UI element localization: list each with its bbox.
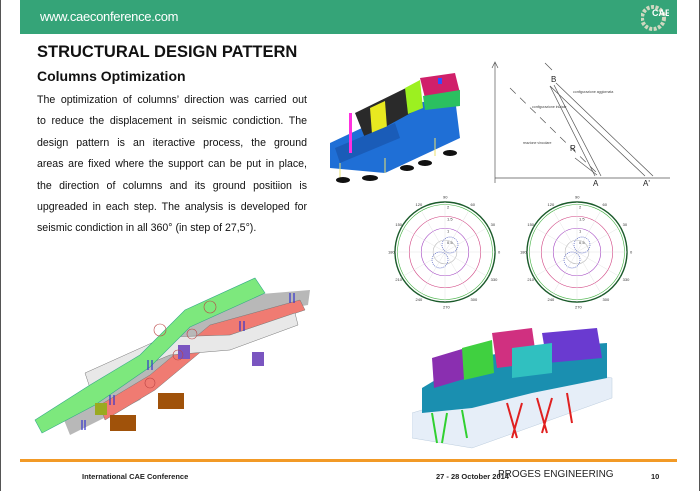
polar-radius-label: 1.5 — [579, 216, 585, 221]
polar-spoke — [551, 251, 578, 296]
polar-angle-label: 330 — [491, 277, 498, 282]
label-config-updated: configurazione aggiornata — [573, 90, 613, 94]
body-line: the direction of columns and its ground … — [37, 179, 307, 192]
polar-response-lobe — [431, 251, 449, 269]
site-url[interactable]: www.caeconference.com — [40, 9, 179, 24]
polar-radius-label: 0.5 — [579, 240, 585, 245]
slide-title: STRUCTURAL DESIGN PATTERN — [37, 43, 298, 61]
polar-spoke — [419, 251, 446, 296]
polar-angle-label: 120 — [416, 202, 423, 207]
structure-3d-model-columns — [412, 328, 613, 449]
body-line: design pattern is an iteractive process,… — [37, 136, 307, 149]
polar-angle-label: 330 — [623, 277, 630, 282]
polar-spoke — [401, 251, 446, 278]
polar-angle-label: 240 — [548, 297, 555, 302]
label-config-initial: configurazione iniziale — [532, 105, 566, 109]
polar-angle-label: 210 — [527, 277, 534, 282]
slide-subtitle: Columns Optimization — [37, 68, 186, 84]
header-bar: www.caeconference.com CAE — [20, 0, 677, 34]
footer-divider — [20, 459, 677, 462]
polar-radius-label: 1 — [447, 228, 450, 233]
polar-response-lobe — [441, 236, 459, 254]
polar-angle-label: 240 — [416, 297, 423, 302]
label-r: R — [570, 144, 576, 153]
polar-spoke — [444, 226, 489, 253]
label-a: A — [593, 179, 599, 188]
polar-angle-label: 90 — [575, 195, 580, 200]
polar-spoke — [576, 251, 603, 296]
polar-spoke — [576, 208, 603, 253]
polar-spoke — [444, 251, 471, 296]
polar-angle-label: 180 — [388, 250, 395, 255]
polar-angle-label: 30 — [491, 222, 496, 227]
polar-spoke — [444, 251, 489, 278]
body-line: to reduce the displacement in seismic co… — [37, 115, 307, 128]
polar-spoke — [401, 226, 446, 253]
polar-response-lobe — [563, 251, 581, 269]
polar-angle-label: 300 — [471, 297, 478, 302]
polar-radius-label: 1.5 — [447, 216, 453, 221]
polar-spoke — [444, 208, 471, 253]
body-line: seismic condiction in all 360° (in step … — [37, 222, 257, 235]
polar-radius-label: 2 — [579, 205, 582, 210]
polar-spoke — [419, 208, 446, 253]
polar-angle-label: 0 — [498, 250, 501, 255]
polar-angle-label: 60 — [603, 202, 608, 207]
structure-3d-model-bridges — [34, 277, 310, 435]
footer-date: 27 - 28 October 2014 — [436, 472, 509, 481]
polar-response-lobe — [573, 236, 591, 254]
polar-angle-label: 150 — [395, 222, 402, 227]
label-reaction: reazione vincolare — [523, 141, 551, 145]
page-number: 10 — [651, 472, 660, 481]
polar-angle-label: 120 — [548, 202, 555, 207]
polar-spoke — [533, 226, 578, 253]
body-line: The optimization of columns’ direction w… — [37, 94, 307, 106]
polar-spoke — [576, 226, 621, 253]
svg-text:CAE: CAE — [652, 8, 669, 18]
polar-angle-label: 30 — [623, 222, 628, 227]
polar-angle-label: 270 — [443, 305, 450, 310]
polar-radius-label: 1 — [579, 228, 582, 233]
polar-radius-label: 0.5 — [447, 240, 453, 245]
polar-spoke — [533, 251, 578, 278]
polar-spoke — [551, 208, 578, 253]
footer-conference: International CAE Conference — [82, 472, 189, 481]
polar-angle-label: 150 — [527, 222, 534, 227]
polar-angle-label: 270 — [575, 305, 582, 310]
polar-spoke — [576, 251, 621, 278]
polar-angle-label: 90 — [443, 195, 448, 200]
polar-angle-label: 180 — [520, 250, 527, 255]
structure-3d-model-top — [330, 73, 460, 183]
body-text: The optimization of columns’ direction w… — [37, 90, 307, 240]
footer-organization: PROGES ENGINEERING — [498, 469, 614, 480]
body-line: areas are fixed where the support can be… — [37, 158, 307, 171]
polar-radius-label: 2 — [447, 205, 450, 210]
polar-angle-label: 210 — [395, 277, 402, 282]
polar-angle-label: 60 — [471, 202, 476, 207]
label-b: B — [551, 75, 556, 84]
polar-angle-label: 0 — [630, 250, 633, 255]
body-line: upgreaded in each step. The analysis is … — [37, 201, 307, 214]
cae-logo-icon: CAE — [641, 5, 669, 31]
label-a-prime: A' — [643, 179, 650, 188]
column-diagram: B R A A' configurazione aggiornata confi… — [491, 61, 670, 188]
polar-angle-label: 300 — [603, 297, 610, 302]
